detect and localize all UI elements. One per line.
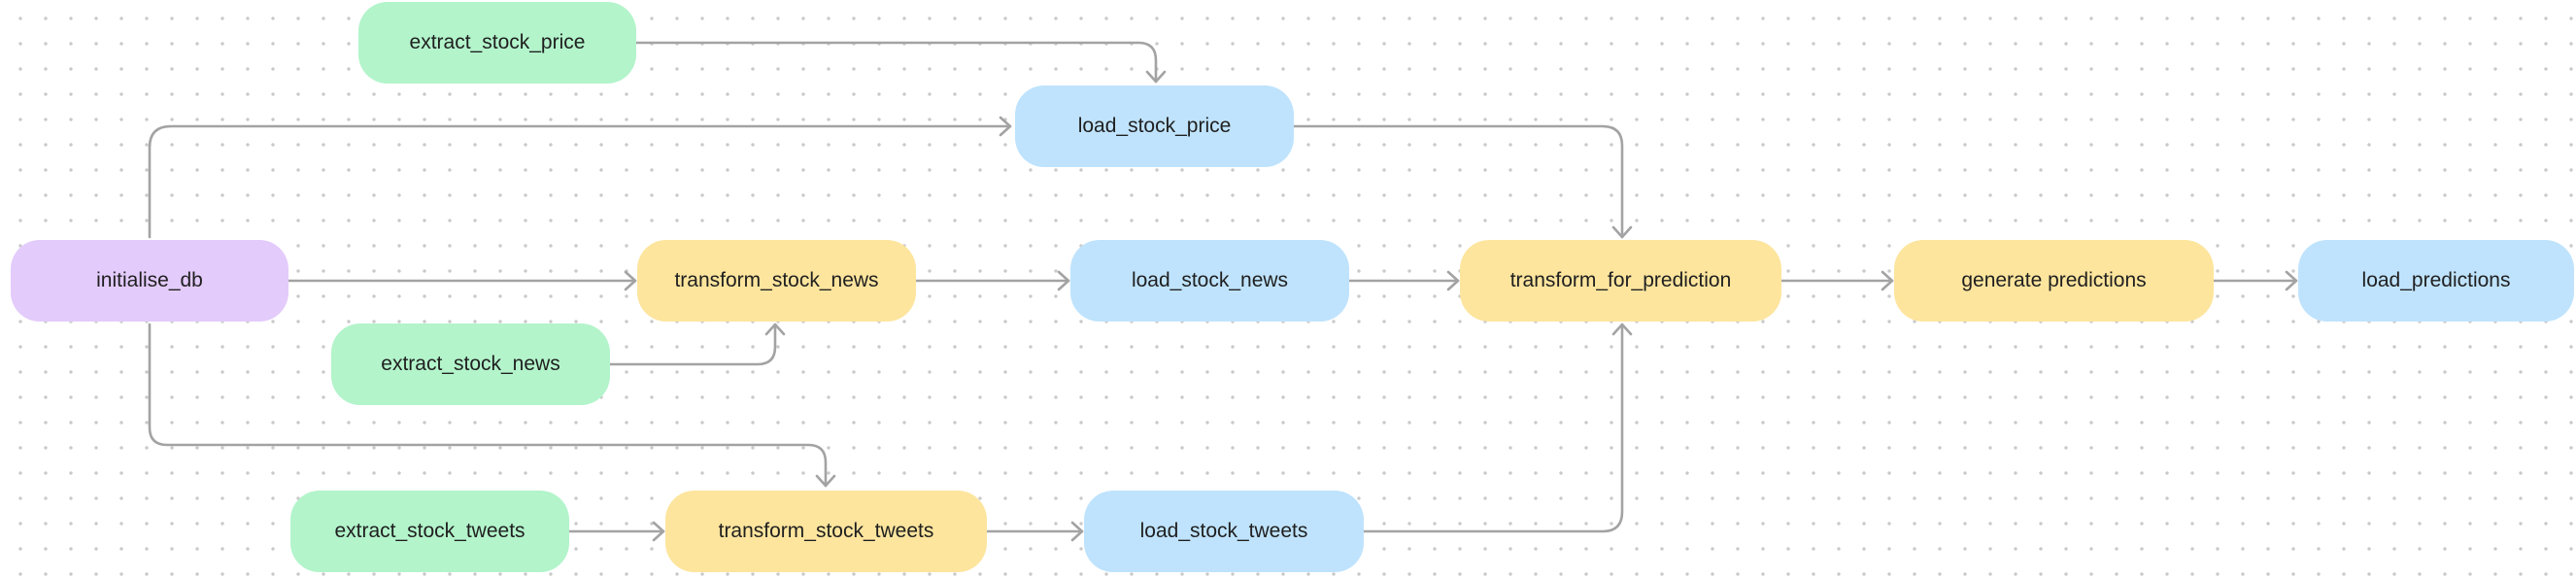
edge-initialise-db-to-transform-stock-tweets [148,323,828,488]
arrowhead [1446,270,1460,291]
edge-initialise-db-to-load-stock-price [148,124,1012,239]
arrowhead [652,521,665,542]
edge-load-stock-tweets-to-transform-for-prediction [1362,323,1624,533]
arrowhead [1881,270,1894,291]
arrowhead [999,116,1012,137]
node-extract-stock-news[interactable]: extract_stock_news [331,323,610,405]
node-load-stock-tweets[interactable]: load_stock_tweets [1084,491,1364,572]
edge-load-stock-price-to-transform-for-prediction [1292,124,1624,239]
node-extract-stock-price[interactable]: extract_stock_price [358,2,636,84]
node-load-stock-price[interactable]: load_stock_price [1015,85,1294,167]
node-extract-stock-tweets[interactable]: extract_stock_tweets [290,491,569,572]
node-initialise-db[interactable]: initialise_db [11,240,288,322]
node-transform-for-prediction[interactable]: transform_for_prediction [1460,240,1781,322]
arrowhead [764,323,786,336]
edge-extract-stock-news-to-transform-stock-news [608,323,777,366]
arrowhead [1611,225,1633,239]
arrowhead [1145,70,1167,84]
arrowhead [1070,521,1084,542]
node-transform-stock-tweets[interactable]: transform_stock_tweets [665,491,987,572]
arrowhead [1057,270,1070,291]
node-transform-stock-news[interactable]: transform_stock_news [637,240,916,322]
edge-extract-stock-price-to-load-stock-price [634,41,1158,84]
node-generate-predictions[interactable]: generate predictions [1894,240,2214,322]
arrowhead [2285,270,2298,291]
node-load-predictions[interactable]: load_predictions [2298,240,2574,322]
arrowhead [1611,323,1633,336]
arrowhead [815,474,836,488]
node-load-stock-news[interactable]: load_stock_news [1070,240,1349,322]
arrowhead [624,270,637,291]
